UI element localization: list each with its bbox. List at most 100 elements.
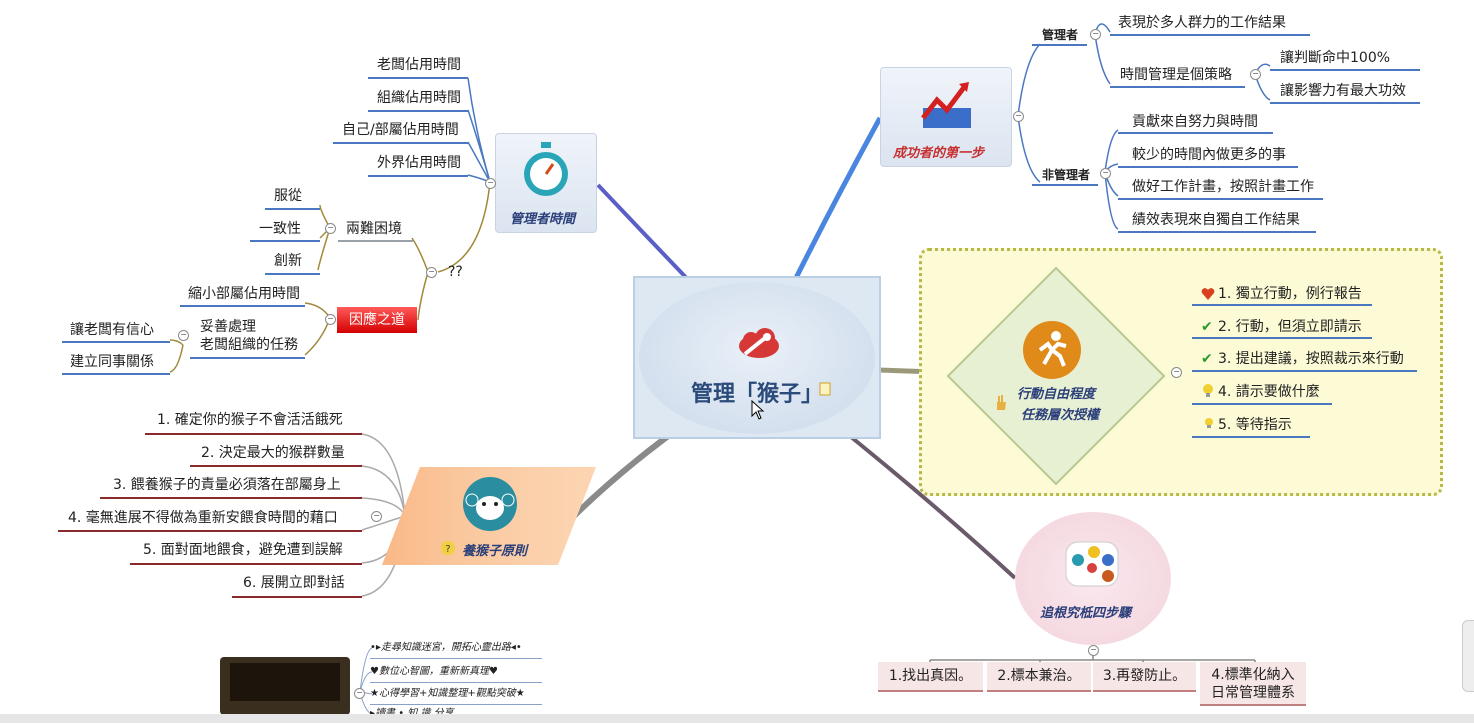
underline [180, 305, 305, 307]
non-manager-item: 貢獻來自努力與時間 [1132, 114, 1258, 130]
underline [62, 341, 170, 343]
checkmark-icon: ✔ [1201, 319, 1213, 335]
freedom-title-line1: 行動自由程度 [1017, 387, 1096, 402]
underline [1032, 44, 1087, 46]
freedom-item: 4. 請示要做什麼 [1218, 384, 1320, 400]
side-panel-handle[interactable] [1462, 620, 1474, 692]
underline [265, 208, 320, 210]
note-icon[interactable] [819, 382, 831, 396]
strategy-item: 讓影響力有最大功效 [1280, 83, 1406, 99]
underline [1270, 102, 1420, 104]
monkey-rule-item: 3. 餵養猴子的責量必須落在部屬身上 [113, 477, 341, 493]
checkmark-icon: ✔ [1201, 351, 1213, 367]
underline [1118, 231, 1316, 233]
collapse-toggle-freedom[interactable]: − [1171, 367, 1182, 378]
underline [1118, 132, 1273, 134]
monkey-rule-item: 5. 面對面地餵食，避免遭到誤解 [143, 542, 343, 558]
wrench-cloud-icon [739, 328, 779, 358]
response-sub-item: 讓老闆有信心 [70, 322, 154, 338]
underline [1192, 337, 1372, 339]
monkey-rule-item: 4. 毫無進展不得做為重新安餵食時間的藉口 [68, 510, 338, 526]
collapse-toggle-sub[interactable]: − [325, 223, 336, 234]
response-sub-item: 建立同事關係 [70, 354, 154, 370]
root-cause-title: 追根究柢四步驟 [1040, 606, 1132, 621]
collapse-toggle-manager-time[interactable]: − [485, 178, 496, 189]
manager-time-item: 組織佔用時間 [377, 90, 461, 106]
collapse-toggle-dilemma[interactable]: − [426, 267, 437, 278]
collapse-toggle-strategy[interactable]: − [1250, 69, 1261, 80]
hand-icon [997, 395, 1006, 410]
underline [1118, 198, 1323, 200]
underline [265, 273, 320, 275]
thumbnail-item: ▸讀書 • 知 識 分享 [370, 704, 542, 724]
thumbnail-item: ♥數位心智圖，重新新真理♥ [370, 662, 542, 683]
underline [368, 175, 468, 177]
underline [250, 240, 320, 242]
freedom-item: 1. 獨立行動，例行報告 [1218, 286, 1362, 302]
dilemma-item: 服從 [274, 188, 302, 204]
underline [1110, 34, 1310, 36]
root-cause-step: 4.標準化納入 日常管理體系 [1200, 662, 1306, 706]
central-topic[interactable]: 管理「猴子」 [633, 276, 881, 439]
underline [190, 357, 305, 359]
manager-item: 表現於多人群力的工作結果 [1118, 15, 1286, 31]
thumbnail-item: ★心得學習+知識整理+觀點突破★ [370, 684, 542, 705]
non-manager-label: 非管理者 [1042, 168, 1091, 182]
response-tag[interactable]: 因應之道 [337, 307, 417, 333]
runner-icon [1023, 321, 1081, 379]
collapse-toggle-response-sub[interactable]: − [178, 330, 189, 341]
underline [333, 142, 468, 144]
central-title: 管理「猴子」 [690, 382, 823, 407]
manager-time-item: 自己/部屬佔用時間 [342, 122, 459, 138]
collapse-toggle-monkey-rules[interactable]: − [371, 511, 382, 522]
root-cause-step: 3.再發防止。 [1093, 662, 1196, 692]
horizontal-scrollbar[interactable] [0, 714, 1474, 723]
underline [1270, 69, 1420, 71]
manager-label: 管理者 [1042, 28, 1079, 42]
underline [338, 240, 413, 242]
underline [1110, 86, 1245, 88]
manager-time-item: 老闆佔用時間 [377, 57, 461, 73]
underline [1032, 184, 1098, 186]
stopwatch-icon [524, 142, 568, 196]
underline [58, 530, 362, 532]
underline [1192, 403, 1332, 405]
thumbnail-image[interactable] [220, 657, 350, 715]
underline [145, 433, 362, 435]
svg-text:?: ? [445, 544, 450, 555]
underline [1192, 436, 1310, 438]
freedom-item: 5. 等待指示 [1218, 417, 1292, 433]
manager-time-item: 外界佔用時間 [377, 155, 461, 171]
monkey-rule-item: 6. 展開立即對話 [243, 575, 345, 591]
collapse-toggle-response[interactable]: − [325, 314, 336, 325]
underline [190, 465, 362, 467]
success-title: 成功者的第一步 [893, 146, 985, 161]
underline [1118, 166, 1298, 168]
underline [1192, 304, 1372, 306]
collapse-toggle-thumbnail[interactable]: − [354, 688, 365, 699]
dilemma-item: 創新 [274, 253, 302, 269]
monkey-rule-item: 2. 決定最大的猴群數量 [201, 445, 345, 461]
mouse-cursor-icon [751, 400, 765, 420]
freedom-title-line2: 任務層次授權 [1021, 408, 1100, 423]
underline [1192, 370, 1417, 372]
lightbulb-icon [1203, 384, 1213, 397]
monkey-rules-title: 養猴子原則 [462, 544, 528, 559]
manager-item: 時間管理是個策略 [1120, 67, 1232, 83]
small-lightbulb-icon [1205, 418, 1213, 428]
thumbnail-item: •▸走尋知識迷宮，開拓心靈出路◂• [370, 638, 542, 659]
underline [130, 563, 362, 565]
collapse-toggle-non-manager[interactable]: − [1100, 168, 1111, 179]
underline [368, 110, 468, 112]
root-cause-step: 1.找出真因。 [878, 662, 983, 692]
monkey-icon [463, 477, 517, 531]
manager-time-topic[interactable]: 管理者時間 [495, 133, 597, 233]
underline [232, 596, 362, 598]
collapse-toggle-root-cause[interactable]: − [1088, 645, 1099, 656]
success-topic[interactable]: 成功者的第一步 [880, 67, 1012, 167]
collapse-toggle-manager[interactable]: − [1090, 29, 1101, 40]
collapse-toggle-success[interactable]: − [1013, 111, 1024, 122]
strategy-item: 讓判斷命中100% [1280, 50, 1391, 66]
response-item: 妥善處理 老闆組織的任務 [200, 319, 298, 353]
